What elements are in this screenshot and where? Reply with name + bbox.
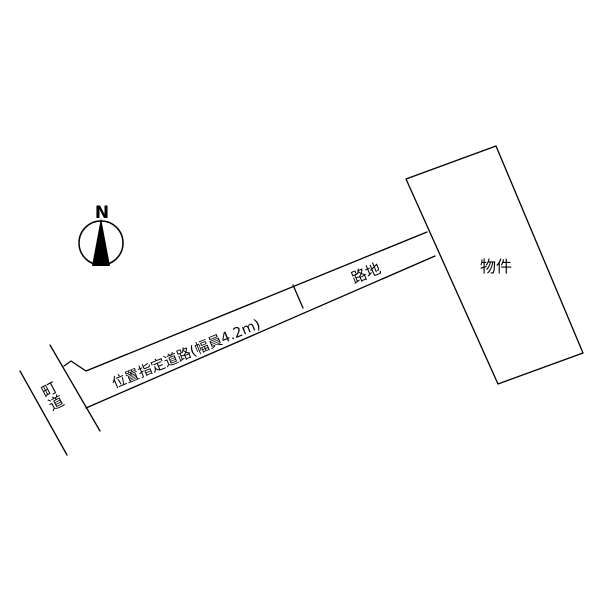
property-parcel bbox=[405, 145, 584, 385]
town-road-right-edge bbox=[49, 344, 101, 432]
property-label: 物件 bbox=[480, 257, 512, 276]
designated-road-label: 位置指定道路(幅員4.2m) bbox=[110, 317, 263, 393]
alley-label: 路地 bbox=[349, 259, 384, 287]
north-arrow-icon bbox=[78, 218, 124, 266]
alley-divider bbox=[292, 284, 304, 309]
north-label: N bbox=[95, 203, 109, 223]
road-upper-edge bbox=[63, 231, 428, 372]
town-road-left-edge bbox=[19, 370, 68, 456]
road-lower-edge bbox=[85, 255, 436, 409]
